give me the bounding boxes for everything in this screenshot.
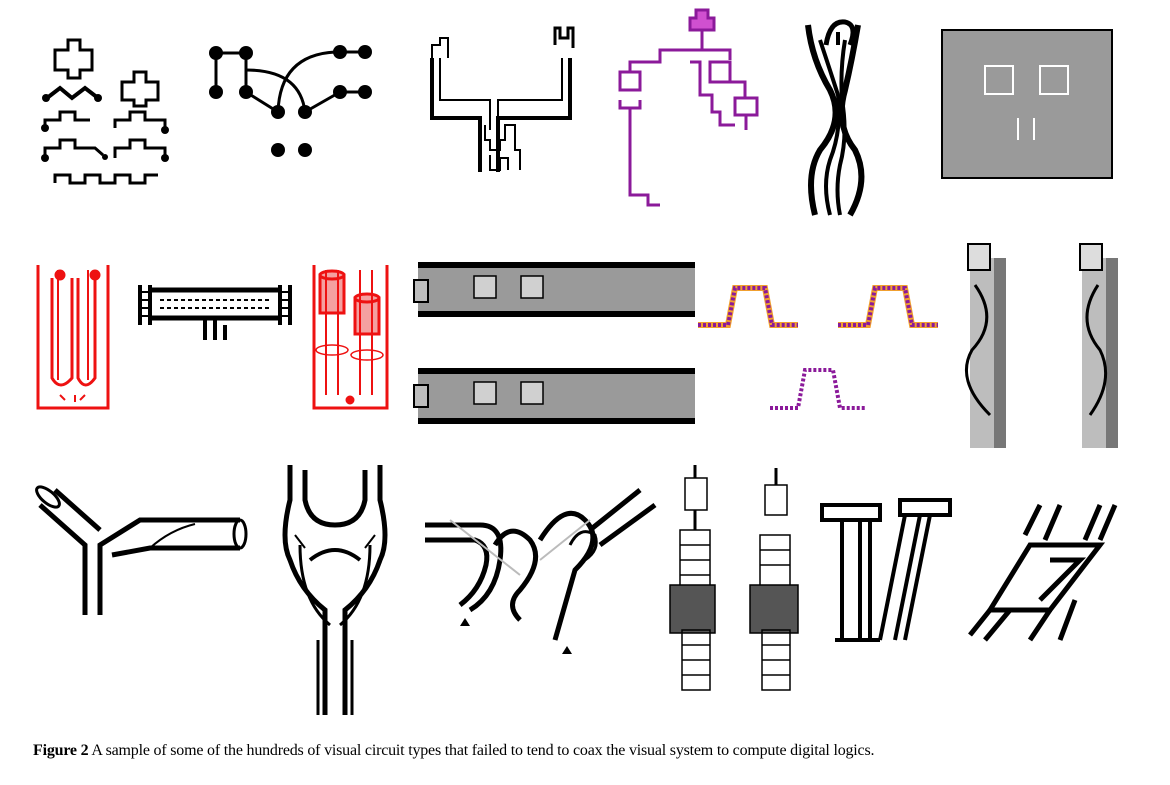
circuit-gray-bars — [413, 262, 695, 424]
circuit-twisted-lines — [968, 503, 1118, 642]
circuit-dot-network — [214, 50, 365, 114]
figure-label: Figure 2 — [33, 742, 89, 759]
circuit-gate-dots — [41, 94, 169, 162]
circuit-gray-panel — [941, 29, 1113, 179]
circuit-branch-pipe — [282, 465, 388, 715]
circuit-purple-pulses — [698, 285, 938, 410]
circuit-tall-columns — [964, 243, 1118, 448]
circuit-purple-branch — [618, 8, 759, 207]
circuit-loop-pipe — [425, 488, 657, 654]
circuit-gate-shapes — [43, 38, 167, 185]
circuit-y-pipe — [35, 485, 248, 615]
figure-caption-text: A sample of some of the hundreds of visu… — [91, 742, 875, 759]
circuit-wireframe-towers — [669, 465, 799, 691]
circuit-red-tubes — [36, 265, 110, 410]
circuit-dot-nodes — [209, 45, 372, 157]
circuit-parallel-beams — [820, 498, 952, 642]
circuit-red-cylinders — [312, 265, 389, 410]
circuit-fork — [430, 26, 575, 172]
figure-canvas — [35, 8, 1118, 715]
figure-caption: Figure 2 A sample of some of the hundred… — [33, 742, 1143, 760]
circuit-ladder — [138, 285, 292, 340]
circuit-wavy-lanes — [805, 19, 865, 217]
